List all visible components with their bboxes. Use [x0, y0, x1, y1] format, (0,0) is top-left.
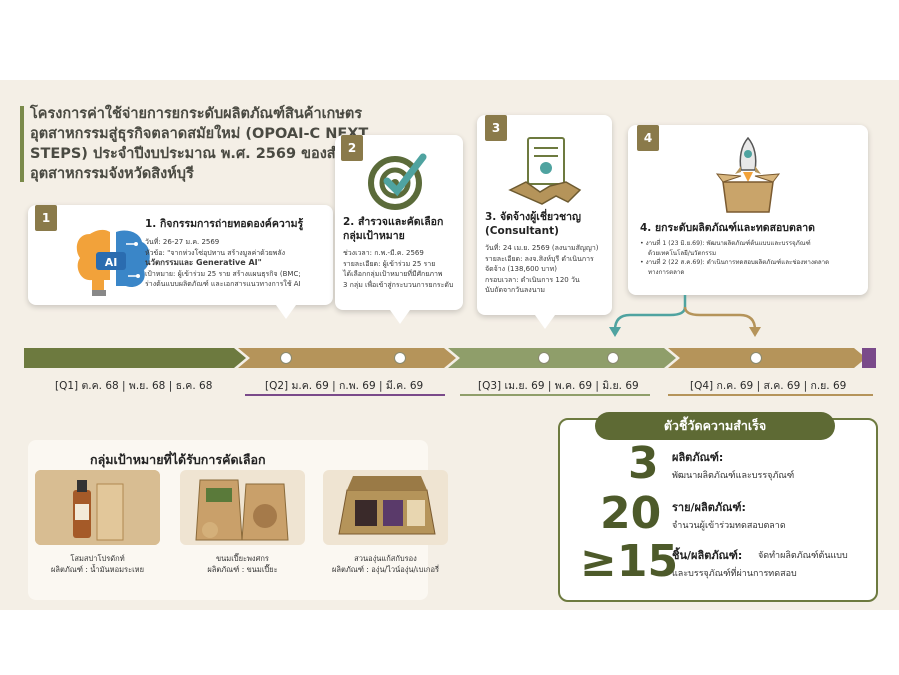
target-icon	[363, 147, 433, 213]
step-2-line: ช่วงเวลา: ก.พ.-มี.ค. 2569	[343, 249, 424, 257]
step-3-line: นับถัดจากวันลงนาม	[485, 286, 546, 294]
step-1-line: เป้าหมาย: ผู้เข้าร่วม 25 ราย สร้างแผนธุร…	[145, 269, 301, 278]
step-3-card: 3. จัดจ้างผู้เชี่ยวชาญ (Consultant) วันท…	[477, 115, 612, 315]
step-1-badge: 1	[35, 205, 57, 231]
quarter-underline	[460, 394, 650, 396]
quarter-label-q1: [Q1] ต.ค. 68 | พ.ย. 68 | ธ.ค. 68	[55, 380, 213, 392]
step-1-heading: 1. กิจกรรมการถ่ายทอดองค์ความรู้	[145, 218, 304, 230]
step-1-pointer	[276, 305, 296, 319]
step-4-card: 4. ยกระดับผลิตภัณฑ์และทดสอบตลาด • งานที่…	[628, 125, 868, 295]
essential-oil-product-image	[35, 470, 160, 545]
step-4-heading: 4. ยกระดับผลิตภัณฑ์และทดสอบตลาด	[640, 222, 815, 234]
step-1-line: วันที่: 26-27 ม.ค. 2569	[145, 238, 220, 246]
target-groups-heading: กลุ่มเป้าหมายที่ได้รับการคัดเลือก	[90, 452, 266, 467]
pastry-product-image	[180, 470, 305, 545]
kpi-unit: ผลิตภัณฑ์:	[672, 451, 724, 464]
step-3-heading: 3. จัดจ้างผู้เชี่ยวชาญ (Consultant)	[485, 211, 581, 237]
step-3-line: รายละเอียด: ลงจ.สิงห์บุรี ดำเนินการ	[485, 254, 594, 263]
title-accent-bar	[20, 106, 24, 182]
kpi-number: 20	[600, 488, 662, 539]
quarter-label-q3: [Q3] เม.ย. 69 | พ.ค. 69 | มิ.ย. 69	[478, 380, 639, 392]
step-3-line: จัดจ้าง (138,600 บาท)	[485, 265, 557, 273]
quarter-underline	[668, 394, 873, 396]
handshake-icon	[505, 133, 585, 213]
step-3-badge: 3	[485, 115, 507, 141]
step-1-line: หัวข้อ: "จากห่วงโซ่อุปทาน สร้างมูลค่าด้ว…	[145, 248, 286, 257]
step-3-line: กรอบเวลา: ดำเนินการ 120 วัน	[485, 275, 580, 284]
target-item-name: ขนมเปี๊ยะพงศกร	[216, 554, 269, 563]
svg-text:AI: AI	[105, 256, 118, 269]
rocket-box-icon	[713, 135, 783, 215]
timeline-milestone-dot	[607, 352, 619, 364]
kpi-panel	[558, 418, 878, 602]
step-1-line: ร่างต้นแบบผลิตภัณฑ์ และเอกสารแนวทางการใช…	[145, 280, 301, 288]
step-4-badge: 4	[637, 125, 659, 151]
step-2-pointer	[390, 310, 410, 324]
step-3-line: วันที่: 24 เม.ย. 2569 (ลงนามสัญญา)	[485, 244, 599, 252]
target-item-name: สวนองุ่นแก้สกับรอง	[354, 554, 417, 563]
target-item-product: ผลิตภัณฑ์ : ขนมเปี๊ยะ	[207, 565, 278, 574]
target-item: โสมสปาโปรดักท์ ผลิตภัณฑ์ : น้ำมันหอมระเห…	[35, 470, 160, 592]
kpi-number: ≥15	[580, 536, 679, 587]
kpi-heading: ตัวชี้วัดความสำเร็จ	[595, 412, 835, 440]
kpi-unit: ราย/ผลิตภัณฑ์:	[672, 501, 746, 514]
kpi-description: จำนวนผู้เข้าร่วมทดสอบตลาด	[672, 521, 786, 531]
step-4-bracket-arrow	[609, 295, 761, 337]
step-2-line: รายละเอียด: ผู้เข้าร่วม 25 ราย	[343, 259, 436, 268]
step-1-card: AI 1. กิจกรรมการถ่ายทอดองค์ความรู้ วันที…	[28, 205, 333, 305]
step-2-line: ได้เลือกกลุ่มเป้าหมายที่มีศักยภาพ	[343, 270, 443, 278]
timeline-milestone-dot	[750, 352, 762, 364]
timeline-milestone-dot	[280, 352, 292, 364]
timeline-milestone-dot	[538, 352, 550, 364]
quarter-label-q2: [Q2] ม.ค. 69 | ก.พ. 69 | มี.ค. 69	[265, 380, 424, 392]
step-1-line: นวัตกรรมและ Generative AI"	[145, 258, 262, 267]
kpi-description: จัดทำผลิตภัณฑ์ต้นแบบ	[758, 551, 848, 561]
step-2-line: 3 กลุ่ม เพื่อเข้าสู่กระบวนการยกระดับ	[343, 280, 454, 289]
grape-giftbox-product-image	[323, 470, 448, 545]
step-2-card: 2. สำรวจและคัดเลือกกลุ่มเป้าหมาย ช่วงเวล…	[335, 135, 463, 310]
timeline-bar	[24, 348, 876, 368]
quarter-underline	[245, 394, 445, 396]
target-item-product: ผลิตภัณฑ์ : องุ่น/ไวน์องุ่น/เบเกอรี่	[332, 565, 439, 574]
kpi-unit: ชิ้น/ผลิตภัณฑ์:	[672, 549, 743, 562]
page-title: โครงการค่าใช้จ่ายการยกระดับผลิตภัณฑ์สินค…	[20, 104, 400, 184]
target-item: สวนองุ่นแก้สกับรอง ผลิตภัณฑ์ : องุ่น/ไวน…	[323, 470, 448, 592]
kpi-number: 3	[628, 438, 659, 489]
quarter-label-q4: [Q4] ก.ค. 69 | ส.ค. 69 | ก.ย. 69	[690, 380, 847, 392]
step-3-pointer	[535, 315, 555, 329]
kpi-description: พัฒนาผลิตภัณฑ์และบรรจุภัณฑ์	[672, 471, 795, 481]
step-4-line: • งานที่ 2 (22 ส.ค.69): ดำเนินการทดสอบผล…	[640, 259, 830, 266]
timeline-milestone-dot	[394, 352, 406, 364]
step-4-line: • งานที่ 1 (23 มิ.ย.69): พัฒนาผลิตภัณฑ์ต…	[640, 240, 811, 247]
step-4-line: ด้วยเทคโนโลยี/นวัตกรรม	[648, 249, 717, 257]
kpi-description: และบรรจุภัณฑ์ที่ผ่านการทดสอบ	[672, 569, 797, 579]
ai-brain-icon: AI	[68, 223, 158, 301]
target-item: ขนมเปี๊ยะพงศกร ผลิตภัณฑ์ : ขนมเปี๊ยะ	[180, 470, 305, 592]
target-item-name: โสมสปาโปรดักท์	[70, 554, 125, 563]
step-2-heading: 2. สำรวจและคัดเลือกกลุ่มเป้าหมาย	[343, 216, 444, 242]
step-2-badge: 2	[341, 135, 363, 161]
target-item-product: ผลิตภัณฑ์ : น้ำมันหอมระเหย	[50, 565, 145, 574]
step-4-line: ทางการตลาด	[648, 268, 685, 276]
